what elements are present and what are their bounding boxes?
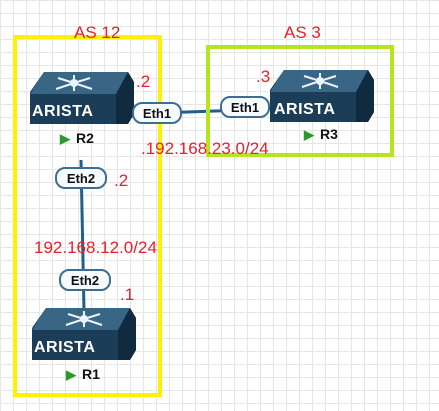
play-icon: ▶ bbox=[66, 367, 76, 382]
r2-host-suffix-top: .2 bbox=[136, 72, 151, 91]
arista-logo: ARISTA bbox=[34, 339, 96, 356]
r1-eth2-host-suffix: .1 bbox=[120, 285, 135, 304]
router-r1-name: R1 bbox=[82, 366, 100, 382]
arista-logo: ARISTA bbox=[274, 101, 336, 118]
router-r3-label: ▶ R3 bbox=[304, 126, 338, 143]
as12-label: AS 12 bbox=[74, 23, 121, 42]
as3-boundary bbox=[206, 45, 394, 157]
r2-eth2-host-suffix: .2 bbox=[114, 171, 129, 190]
router-r2-label: ▶ R2 bbox=[60, 130, 94, 147]
r3-host-suffix: .3 bbox=[256, 67, 271, 86]
r2-eth1-interface[interactable]: Eth1 bbox=[132, 102, 182, 124]
subnet-r2-r3: .192.168.23.0/24 bbox=[141, 139, 269, 158]
play-icon: ▶ bbox=[60, 131, 70, 146]
router-r3-name: R3 bbox=[320, 126, 338, 142]
as12-boundary bbox=[13, 35, 162, 397]
r2-eth2-interface[interactable]: Eth2 bbox=[55, 167, 107, 189]
as3-label: AS 3 bbox=[284, 23, 321, 42]
subnet-r1-r2: 192.168.12.0/24 bbox=[34, 238, 157, 257]
r3-eth1-interface[interactable]: Eth1 bbox=[220, 96, 270, 118]
router-r2-name: R2 bbox=[76, 130, 94, 146]
router-r1-label: ▶ R1 bbox=[66, 366, 100, 383]
r1-eth2-interface[interactable]: Eth2 bbox=[59, 269, 111, 291]
arista-logo: ARISTA bbox=[32, 103, 94, 120]
router-r2[interactable]: ARISTA bbox=[28, 70, 136, 126]
router-r3[interactable]: ARISTA bbox=[268, 68, 376, 124]
router-r1[interactable]: ARISTA bbox=[30, 306, 138, 362]
play-icon: ▶ bbox=[304, 127, 314, 142]
